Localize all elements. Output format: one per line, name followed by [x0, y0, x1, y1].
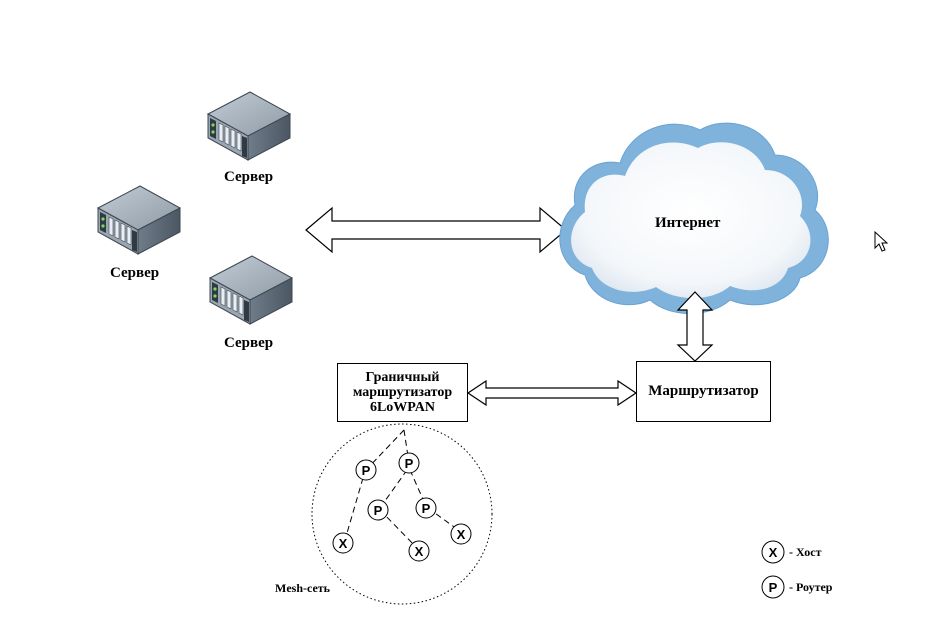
cloud-label: Интернет [655, 215, 721, 231]
server-label: Сервер [224, 335, 274, 351]
svg-text:P: P [405, 456, 414, 471]
double-arrow-border-router [466, 379, 638, 407]
mesh-host-node: X [332, 532, 354, 554]
mesh-router-node: P [367, 499, 389, 521]
legend-router-symbol: P [761, 575, 785, 599]
svg-text:P: P [374, 503, 383, 518]
border-router-line1: Граничный [365, 370, 440, 385]
mesh-router-node: P [398, 452, 420, 474]
svg-text:X: X [339, 536, 348, 551]
router-box: Маршрутизатор [636, 361, 771, 422]
mesh-host-node: X [450, 523, 472, 545]
cursor-icon [874, 230, 889, 252]
server-icon [207, 91, 291, 161]
legend-router-label: - Роутер [789, 580, 833, 594]
legend-host-label: - Хост [789, 545, 822, 559]
svg-text:P: P [769, 580, 778, 595]
border-router-box: Граничный маршрутизатор 6LoWPAN [337, 363, 468, 422]
svg-text:X: X [457, 527, 466, 542]
legend-host-symbol: X [761, 540, 785, 564]
mesh-router-node: P [415, 497, 437, 519]
svg-text:X: X [769, 545, 778, 560]
double-arrow-servers-cloud [305, 206, 567, 254]
border-router-line2: маршрутизатор [352, 385, 453, 400]
server-icon [209, 255, 293, 325]
mesh-router-node: P [355, 459, 377, 481]
svg-text:P: P [362, 463, 371, 478]
server-label: Сервер [224, 169, 274, 185]
server-label: Сервер [110, 265, 160, 281]
mesh-links [344, 429, 462, 549]
mesh-label: Mesh-сеть [275, 581, 331, 595]
border-router-line3: 6LoWPAN [369, 400, 436, 415]
server-icon [97, 185, 181, 255]
router-label: Маршрутизатор [648, 383, 759, 399]
mesh-boundary [311, 423, 493, 605]
svg-text:P: P [422, 501, 431, 516]
svg-text:X: X [415, 544, 424, 559]
mesh-host-node: X [408, 540, 430, 562]
cloud-icon [559, 122, 829, 314]
